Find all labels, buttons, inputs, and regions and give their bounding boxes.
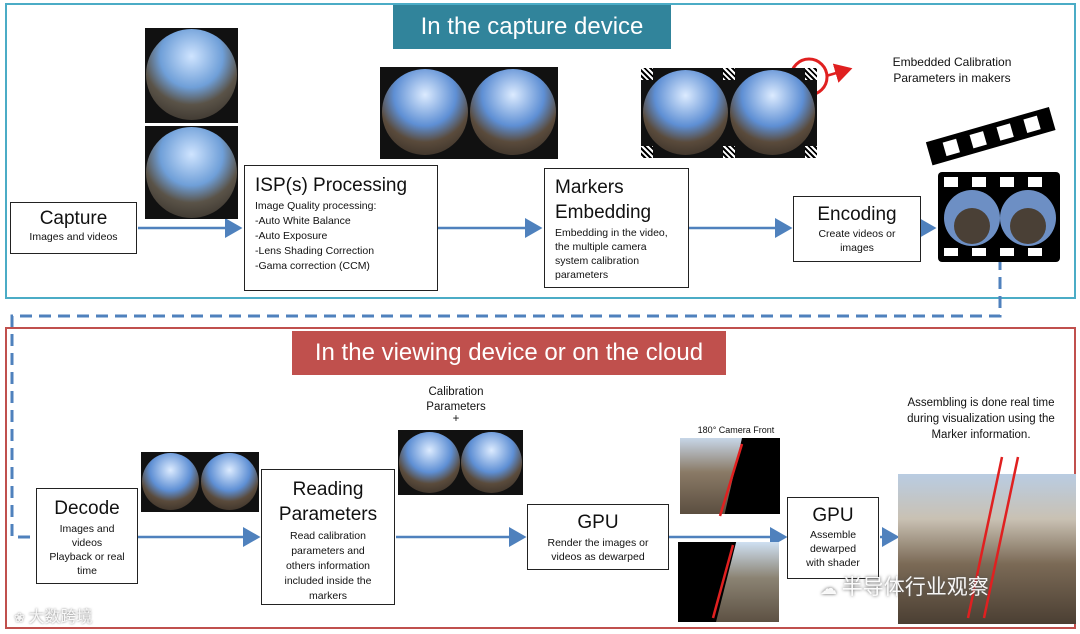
marker-highlight-arrow <box>825 63 853 83</box>
isp-line: -Lens Shading Correction <box>255 245 375 257</box>
decode-line: Images and <box>59 523 115 535</box>
assembling-note: Assembling is done real time during visu… <box>888 395 1074 443</box>
stitch-line <box>711 544 735 619</box>
stitch-line <box>982 456 1020 619</box>
gpu-assemble-line: dewarped <box>809 543 857 555</box>
reading-parameters-box: Reading Parameters Read calibration para… <box>261 469 395 605</box>
markers-line: Embedding in the video, <box>555 227 668 239</box>
fisheye-image-bottom <box>145 126 238 219</box>
watermark-left: ❀ 大数跨境 <box>14 603 93 627</box>
stitch-line <box>718 443 744 517</box>
marker-pattern <box>641 68 653 80</box>
watermark-left-icon: ❀ <box>14 610 29 625</box>
isp-title: ISP(s) Processing <box>255 175 408 196</box>
wechat-icon: ☁ <box>820 579 842 598</box>
marker-pattern <box>641 146 653 158</box>
gpu-render-line: videos as dewarped <box>551 551 645 563</box>
markers-line: parameters <box>555 269 609 281</box>
marker-pattern <box>805 146 817 158</box>
calib-note-line: Parameters <box>426 401 486 413</box>
gpu-assemble-line: Assemble <box>809 529 857 541</box>
dual-fisheye-with-markers-image <box>641 68 817 158</box>
capture-box: Capture Images and videos <box>10 202 137 254</box>
stitch-line <box>966 456 1004 619</box>
isp-line: Image Quality processing: <box>255 200 377 212</box>
encoding-box: Encoding Create videos or images <box>793 196 921 262</box>
encoding-line: Create videos or <box>818 228 896 240</box>
reading-line: Read calibration <box>290 530 366 542</box>
capture-device-banner: In the capture device <box>393 5 671 49</box>
decode-title: Decode <box>54 498 120 519</box>
markers-embedding-box: Markers Embedding Embedding in the video… <box>544 168 689 288</box>
encoding-line: images <box>840 242 874 254</box>
embedded-note-line: Embedded Calibration <box>892 55 1012 69</box>
gpu-assemble-line: with shader <box>806 557 860 569</box>
markers-title-1: Markers <box>555 177 624 198</box>
calibration-parameters-note: Calibration Parameters + <box>400 385 512 425</box>
capture-title: Capture <box>39 208 108 229</box>
marker-pattern <box>723 68 735 80</box>
decode-line: time <box>77 565 97 577</box>
assemble-note-line: during visualization using the <box>907 413 1055 425</box>
markers-line: the multiple camera <box>555 241 647 253</box>
reading-line: others information <box>285 560 371 572</box>
watermark-right: ☁ 半导体行业观察 <box>820 571 989 601</box>
embedded-note-line: Parameters in makers <box>893 71 1011 85</box>
isp-line: -Auto Exposure <box>255 230 328 242</box>
isp-processing-box: ISP(s) Processing Image Quality processi… <box>244 165 438 291</box>
gpu-assemble-title: GPU <box>812 505 854 526</box>
decode-line: Playback or real <box>49 551 125 563</box>
markers-line: system calibration <box>555 255 640 267</box>
marker-pattern <box>723 146 735 158</box>
calib-note-line: Calibration <box>428 386 484 398</box>
dewarped-rear-image <box>678 542 779 622</box>
gpu-assemble-box: GPU Assemble dewarped with shader <box>787 497 879 579</box>
calib-note-line: + <box>452 413 460 425</box>
encoding-title: Encoding <box>817 204 897 225</box>
isp-line: -Auto White Balance <box>255 215 351 227</box>
embedded-calibration-note: Embedded Calibration Parameters in maker… <box>872 54 1032 86</box>
reading-title-2: Parameters <box>278 504 378 525</box>
assemble-note-line: Assembling is done real time <box>907 397 1055 409</box>
reading-line: parameters and <box>291 545 365 557</box>
gpu-render-line: Render the images or <box>547 537 649 549</box>
dual-fisheye-image <box>380 67 558 159</box>
decode-box: Decode Images and videos Playback or rea… <box>36 488 138 584</box>
watermark-left-text: 大数跨境 <box>28 609 93 626</box>
reading-line: markers <box>309 590 347 602</box>
reading-title-1: Reading <box>292 479 364 500</box>
decode-line: videos <box>71 537 103 549</box>
camera-front-label: 180° Camera Front <box>697 425 775 435</box>
assemble-note-line: Marker information. <box>931 429 1031 441</box>
watermark-right-text: 半导体行业观察 <box>841 576 989 599</box>
isp-line: -Gama correction (CCM) <box>255 260 370 272</box>
dashed-connector <box>10 258 1002 539</box>
capture-sub: Images and videos <box>29 231 118 243</box>
gpu-render-box: GPU Render the images or videos as dewar… <box>527 504 669 570</box>
marker-pattern <box>805 68 817 80</box>
viewing-device-banner: In the viewing device or on the cloud <box>292 331 726 375</box>
gpu-render-title: GPU <box>577 512 619 533</box>
reading-line: included inside the <box>284 575 372 587</box>
markers-title-2: Embedding <box>555 202 652 223</box>
capture-device-panel <box>5 3 1076 299</box>
dual-fisheye-calibration-image <box>398 430 523 495</box>
fisheye-image-top <box>145 28 238 123</box>
dewarped-front-image <box>680 438 780 514</box>
dual-fisheye-decoded-image <box>141 452 259 512</box>
